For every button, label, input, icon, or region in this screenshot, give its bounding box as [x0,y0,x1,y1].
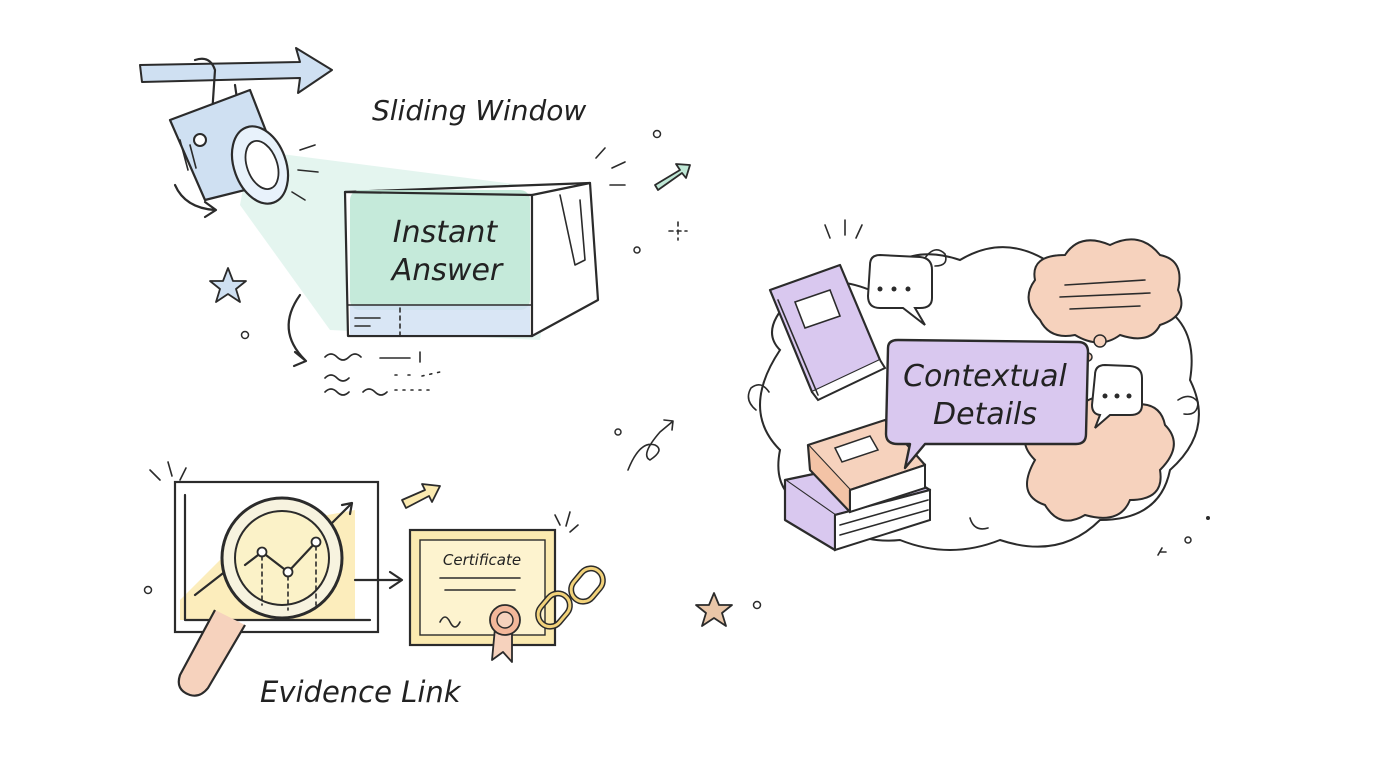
arrow-right-icon [654,163,691,191]
contextual-details-line2: Details [933,397,1037,432]
spotlight-icon [168,57,290,205]
instant-answer-line2: Answer [390,253,504,288]
star-icon [209,267,247,303]
speech-bubble-icon [1090,363,1143,429]
evidence-link-label: Evidence Link [260,675,462,709]
certificate-icon [408,528,557,647]
evidence-link-group: Certificate Evidence Link [143,461,606,709]
sliding-window-group: Instant Answer Sliding Window [139,47,691,396]
arrow-right-icon [401,483,441,509]
magnifier-icon [177,496,344,697]
arrow-right-icon [139,47,333,94]
certificate-title: Certificate [443,551,521,569]
ribbon-seal-icon [489,604,521,663]
contextual-details-line1: Contextual [903,359,1067,394]
book-stack-icon [768,263,887,402]
contextual-details-group: Contextual Details [747,219,1210,556]
thought-cloud-icon [1027,238,1183,344]
speech-bubble-icon [866,253,933,326]
chain-link-icon [535,565,606,630]
speech-bubble-icon [884,338,1090,470]
sliding-window-label: Sliding Window [372,94,586,127]
box-icon [343,181,600,338]
book-stack-icon [783,418,932,552]
instant-answer-line1: Instant [393,215,499,250]
star-icon [695,592,733,627]
